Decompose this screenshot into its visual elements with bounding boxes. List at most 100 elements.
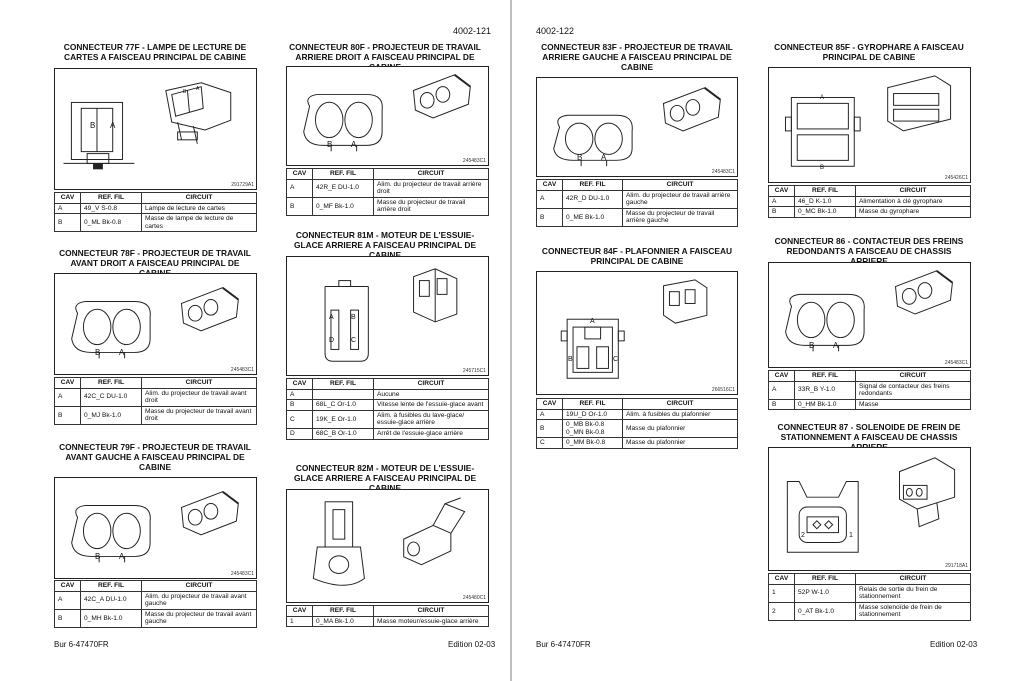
- cell-ref: [312, 388, 374, 401]
- col-cav: CAV: [54, 580, 81, 592]
- cell-ref: 0_ML Bk-0.8: [80, 213, 142, 233]
- connector-79f-figure: B A 245483C1: [54, 477, 257, 579]
- connector-83f-table: CAV REF. FIL CIRCUIT A 42R_D DU-1.0 Alim…: [536, 179, 738, 227]
- col-cav: CAV: [536, 179, 563, 191]
- connector-84f-title: CONNECTEUR 84F - PLAFONNIER A FAISCEAU P…: [541, 246, 733, 266]
- connector-82m-figure: 245480C1: [286, 489, 489, 603]
- table-row: B 0_HM Bk-1.0 Masse: [768, 398, 971, 411]
- cell-circuit: Alim. du projecteur de travail avant dro…: [141, 387, 257, 407]
- cell-ref: 0_MH Bk-1.0: [80, 608, 142, 628]
- cell-ref: 0_ME Bk-1.0: [562, 207, 623, 227]
- pin-b-label: B: [820, 165, 825, 171]
- cell-cav: A: [286, 178, 313, 198]
- col-circuit: CIRCUIT: [855, 370, 971, 382]
- cell-cav: B: [54, 608, 81, 628]
- connector-86-figure: B A 245483C1: [768, 262, 971, 368]
- footer-right: Edition 02-03: [930, 640, 978, 649]
- cell-ref: 68L_C Or-1.0: [312, 399, 374, 411]
- cell-ref: 0_MF Bk-1.0: [312, 196, 374, 216]
- cell-circuit: Alim. du projecteur de travail arrière g…: [622, 189, 738, 209]
- cell-circuit: Lampe de lecture de cartes: [141, 202, 257, 215]
- cell-cav: B: [286, 399, 313, 411]
- cell-ref: 0_MJ Bk-1.0: [80, 405, 142, 425]
- table-header: CAV REF. FIL CIRCUIT: [286, 605, 489, 617]
- table-header: CAV REF. FIL CIRCUIT: [54, 192, 257, 204]
- table-row: C 19K_E Or-1.0 Alim. à fusibles du lave-…: [286, 409, 489, 429]
- connector-83f-figure: B A 245483C1: [536, 77, 738, 177]
- figure-code: 245483C1: [230, 571, 254, 577]
- connector-86-table: CAV REF. FIL CIRCUIT A 33R_B Y-1.0 Signa…: [768, 370, 971, 411]
- connector-79f-table: CAV REF. FIL CIRCUIT A 42C_A DU-1.0 Alim…: [54, 580, 257, 628]
- pin-a-label: A: [590, 318, 595, 325]
- cell-ref: 0_HM Bk-1.0: [794, 398, 856, 411]
- pin-b-label: B: [95, 348, 101, 357]
- table-row: A 33R_B Y-1.0 Signal de contacteur des f…: [768, 380, 971, 400]
- cell-circuit: Masse du gyrophare: [855, 206, 971, 218]
- table-row: 1 0_MA Bk-1.0 Masse moteur/essuie-glace …: [286, 615, 489, 628]
- table-row: B 0_MH Bk-1.0 Masse du projecteur de tra…: [54, 608, 257, 628]
- cell-cav: 1: [768, 583, 795, 603]
- col-ref-fil: REF. FIL: [794, 573, 856, 585]
- left-page: 4002-121 CONNECTEUR 77F - LAMPE DE LECTU…: [0, 0, 510, 681]
- table-header: CAV REF. FIL CIRCUIT: [286, 378, 489, 390]
- iso-pin-a-label: A: [196, 86, 200, 92]
- table-row: A 46_D K-1.0 Alimentation à clé gyrophar…: [768, 195, 971, 208]
- cell-cav: A: [768, 195, 795, 208]
- col-circuit: CIRCUIT: [373, 378, 489, 390]
- table-row: C 0_MM Bk-0.8 Masse du plafonnier: [536, 437, 738, 449]
- pin-a-label: A: [820, 95, 825, 101]
- table-row: B 0_MJ Bk-1.0 Masse du projecteur de tra…: [54, 405, 257, 425]
- cell-cav: A: [768, 380, 795, 400]
- cell-ref: 42R_E DU-1.0: [312, 178, 374, 198]
- pin-b-label: B: [90, 121, 96, 130]
- connector-82m-title: CONNECTEUR 82M - MOTEUR DE L'ESSUIE-GLAC…: [293, 463, 477, 493]
- footer-right: Edition 02-03: [448, 640, 496, 649]
- table-row: A 42C_A DU-1.0 Alim. du projecteur de tr…: [54, 590, 257, 610]
- cell-ref: 42R_D DU-1.0: [562, 189, 623, 209]
- pin-a-label: A: [833, 341, 839, 350]
- cell-circuit: Masse: [855, 398, 971, 411]
- cell-circuit: Aucune: [373, 388, 489, 401]
- col-ref-fil: REF. FIL: [312, 168, 374, 180]
- cell-circuit: Masse du projecteur de travail arrière g…: [622, 207, 738, 227]
- col-circuit: CIRCUIT: [622, 179, 738, 191]
- col-ref-fil: REF. FIL: [80, 377, 142, 389]
- col-ref-fil: REF. FIL: [80, 580, 142, 592]
- cell-ref: 33R_B Y-1.0: [794, 380, 856, 400]
- col-circuit: CIRCUIT: [373, 605, 489, 617]
- col-circuit: CIRCUIT: [622, 398, 738, 410]
- cell-ref: 0_MM Bk-0.8: [562, 437, 623, 449]
- cell-ref: 0_MB Bk-0.8 0_MN Bk-0.8: [562, 419, 623, 439]
- iso-pin-b-label: B: [183, 89, 187, 95]
- col-cav: CAV: [768, 573, 795, 585]
- table-header: CAV REF. FIL CIRCUIT: [768, 185, 971, 197]
- right-page: 4002-122 CONNECTEUR 83F - PROJECTEUR DE …: [512, 0, 1024, 681]
- connector-85f-table: CAV REF. FIL CIRCUIT A 46_D K-1.0 Alimen…: [768, 185, 971, 218]
- col-circuit: CIRCUIT: [141, 377, 257, 389]
- cell-cav: 1: [286, 615, 313, 628]
- col-ref-fil: REF. FIL: [312, 605, 374, 617]
- pin-a-label: A: [329, 314, 334, 321]
- col-ref-fil: REF. FIL: [562, 398, 623, 410]
- connector-81m-title: CONNECTEUR 81M - MOTEUR DE L'ESSUIE-GLAC…: [293, 230, 477, 260]
- pin-c-label: C: [613, 356, 619, 363]
- figure-code: 291718A1: [945, 563, 968, 569]
- cell-ref: 46_D K-1.0: [794, 195, 856, 208]
- cell-ref: 42C_C DU-1.0: [80, 387, 142, 407]
- cell-cav: B: [536, 419, 563, 439]
- connector-87-figure: 2 1 291718A1: [768, 447, 971, 571]
- cell-cav: B: [54, 213, 81, 233]
- table-header: CAV REF. FIL CIRCUIT: [768, 573, 971, 585]
- figure-code: 245426C1: [944, 175, 968, 181]
- cell-cav: A: [286, 388, 313, 401]
- cell-circuit: Alim. du projecteur de travail avant gau…: [141, 590, 257, 610]
- connector-79f-title: CONNECTEUR 79F - PROJECTEUR DE TRAVAIL A…: [59, 442, 251, 472]
- connector-82m-table: CAV REF. FIL CIRCUIT 1 0_MA Bk-1.0 Masse…: [286, 605, 489, 628]
- cell-cav: A: [54, 590, 81, 610]
- cell-circuit: Signal de contacteur des freins redondan…: [855, 380, 971, 400]
- cell-ref: 19K_E Or-1.0: [312, 409, 374, 429]
- cell-ref: 42C_A DU-1.0: [80, 590, 142, 610]
- table-row: B 0_ME Bk-1.0 Masse du projecteur de tra…: [536, 207, 738, 227]
- cell-circuit: Masse du projecteur de travail avant dro…: [141, 405, 257, 425]
- col-cav: CAV: [768, 370, 795, 382]
